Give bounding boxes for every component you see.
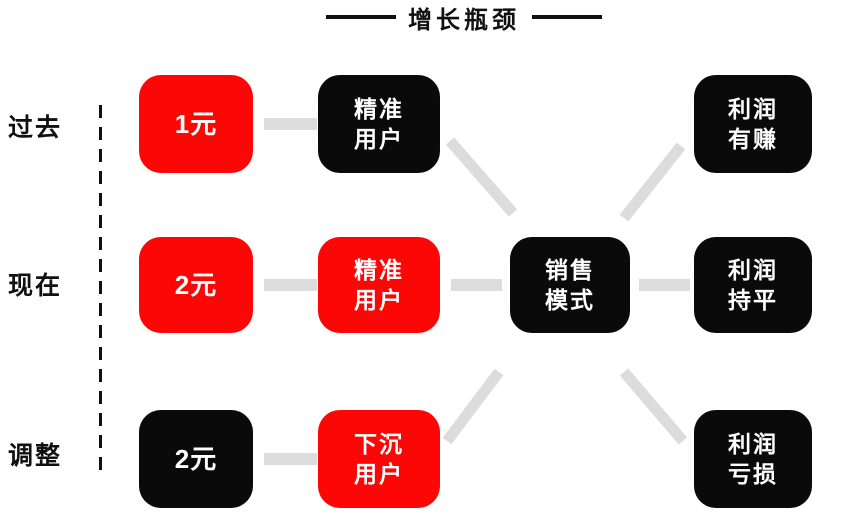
node-adjust-profit: 利润 亏损 (694, 410, 812, 508)
row-label-adjust: 调整 (8, 442, 63, 470)
node-past-profit: 利润 有赚 (694, 75, 812, 173)
node-adjust-user-line2: 用户 (354, 461, 404, 487)
connector-model-now-profit (639, 279, 690, 291)
connector-adjust-price-user (264, 453, 317, 465)
title-text: 增长瓶颈 (408, 6, 520, 34)
node-adjust-profit-line2: 亏损 (728, 461, 778, 487)
node-now-profit: 利润 持平 (694, 237, 812, 333)
node-now-user: 精准 用户 (318, 237, 440, 333)
node-now-price: 2元 (139, 237, 253, 333)
diagonal-connector-adjust-user-to-model (442, 368, 504, 445)
row-label-past: 过去 (8, 114, 63, 142)
node-now-user-line1: 精准 (354, 257, 404, 283)
diagonal-connector-past-profit-to-model (619, 142, 686, 222)
node-adjust-user-line1: 下沉 (354, 431, 404, 457)
node-sales-model: 销售 模式 (510, 237, 630, 333)
node-adjust-price: 2元 (139, 410, 253, 508)
node-adjust-price-label: 2元 (174, 444, 218, 474)
node-now-profit-line2: 持平 (728, 287, 778, 313)
node-sales-model-line1: 销售 (545, 257, 595, 283)
node-sales-model-line2: 模式 (545, 287, 595, 313)
node-past-user: 精准 用户 (318, 75, 440, 173)
connector-now-price-user (264, 279, 317, 291)
node-past-price: 1元 (139, 75, 253, 173)
title-dash-left (326, 15, 396, 19)
node-past-profit-line1: 利润 (728, 96, 778, 122)
node-past-profit-line2: 有赚 (728, 126, 778, 152)
connector-now-user-model (451, 279, 502, 291)
node-adjust-user: 下沉 用户 (318, 410, 440, 508)
dashed-divider-line (99, 105, 102, 470)
diagonal-connector-model-to-adjust-profit (619, 368, 688, 445)
connector-past-price-user (264, 118, 317, 130)
diagonal-connector-past-user-to-model (445, 137, 518, 217)
node-now-user-line2: 用户 (354, 287, 404, 313)
node-past-user-line1: 精准 (354, 96, 404, 122)
node-now-profit-line1: 利润 (728, 257, 778, 283)
node-past-user-line2: 用户 (354, 126, 404, 152)
node-past-price-label: 1元 (174, 109, 218, 139)
diagram-title: 增长瓶颈 (326, 3, 602, 34)
node-adjust-profit-line1: 利润 (728, 431, 778, 457)
node-now-price-label: 2元 (174, 270, 218, 300)
row-label-now: 现在 (8, 272, 63, 300)
title-dash-right (532, 15, 602, 19)
